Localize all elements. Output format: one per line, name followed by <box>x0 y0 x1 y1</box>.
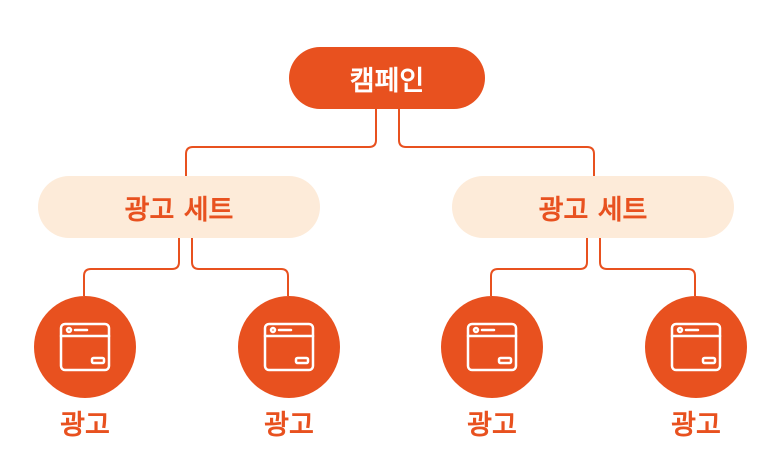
ad-window-icon <box>670 322 722 372</box>
ad-window-icon <box>466 322 518 372</box>
ad-label-2: 광고 <box>264 410 314 441</box>
ad-window-icon <box>263 322 315 372</box>
connector-adset-1-ad-1 <box>83 238 180 296</box>
ad-window-icon <box>59 322 111 372</box>
connector-campaign-adset-1 <box>185 109 377 176</box>
ad-label-1: 광고 <box>60 410 110 441</box>
connector-adset-2-ad-4 <box>599 238 696 296</box>
ad-node-3 <box>441 296 543 398</box>
connector-campaign-adset-2 <box>398 109 595 176</box>
connector-adset-1-ad-2 <box>191 238 289 296</box>
ad-label-3: 광고 <box>467 410 517 441</box>
ad-node-4 <box>645 296 747 398</box>
ad-label-4: 광고 <box>671 410 721 441</box>
ad-set-node-1: 광고 세트 <box>38 176 320 238</box>
campaign-node: 캠페인 <box>289 47 485 109</box>
ad-node-2 <box>238 296 340 398</box>
ad-node-1 <box>34 296 136 398</box>
ad-set-node-2: 광고 세트 <box>452 176 734 238</box>
connector-adset-2-ad-3 <box>490 238 588 296</box>
